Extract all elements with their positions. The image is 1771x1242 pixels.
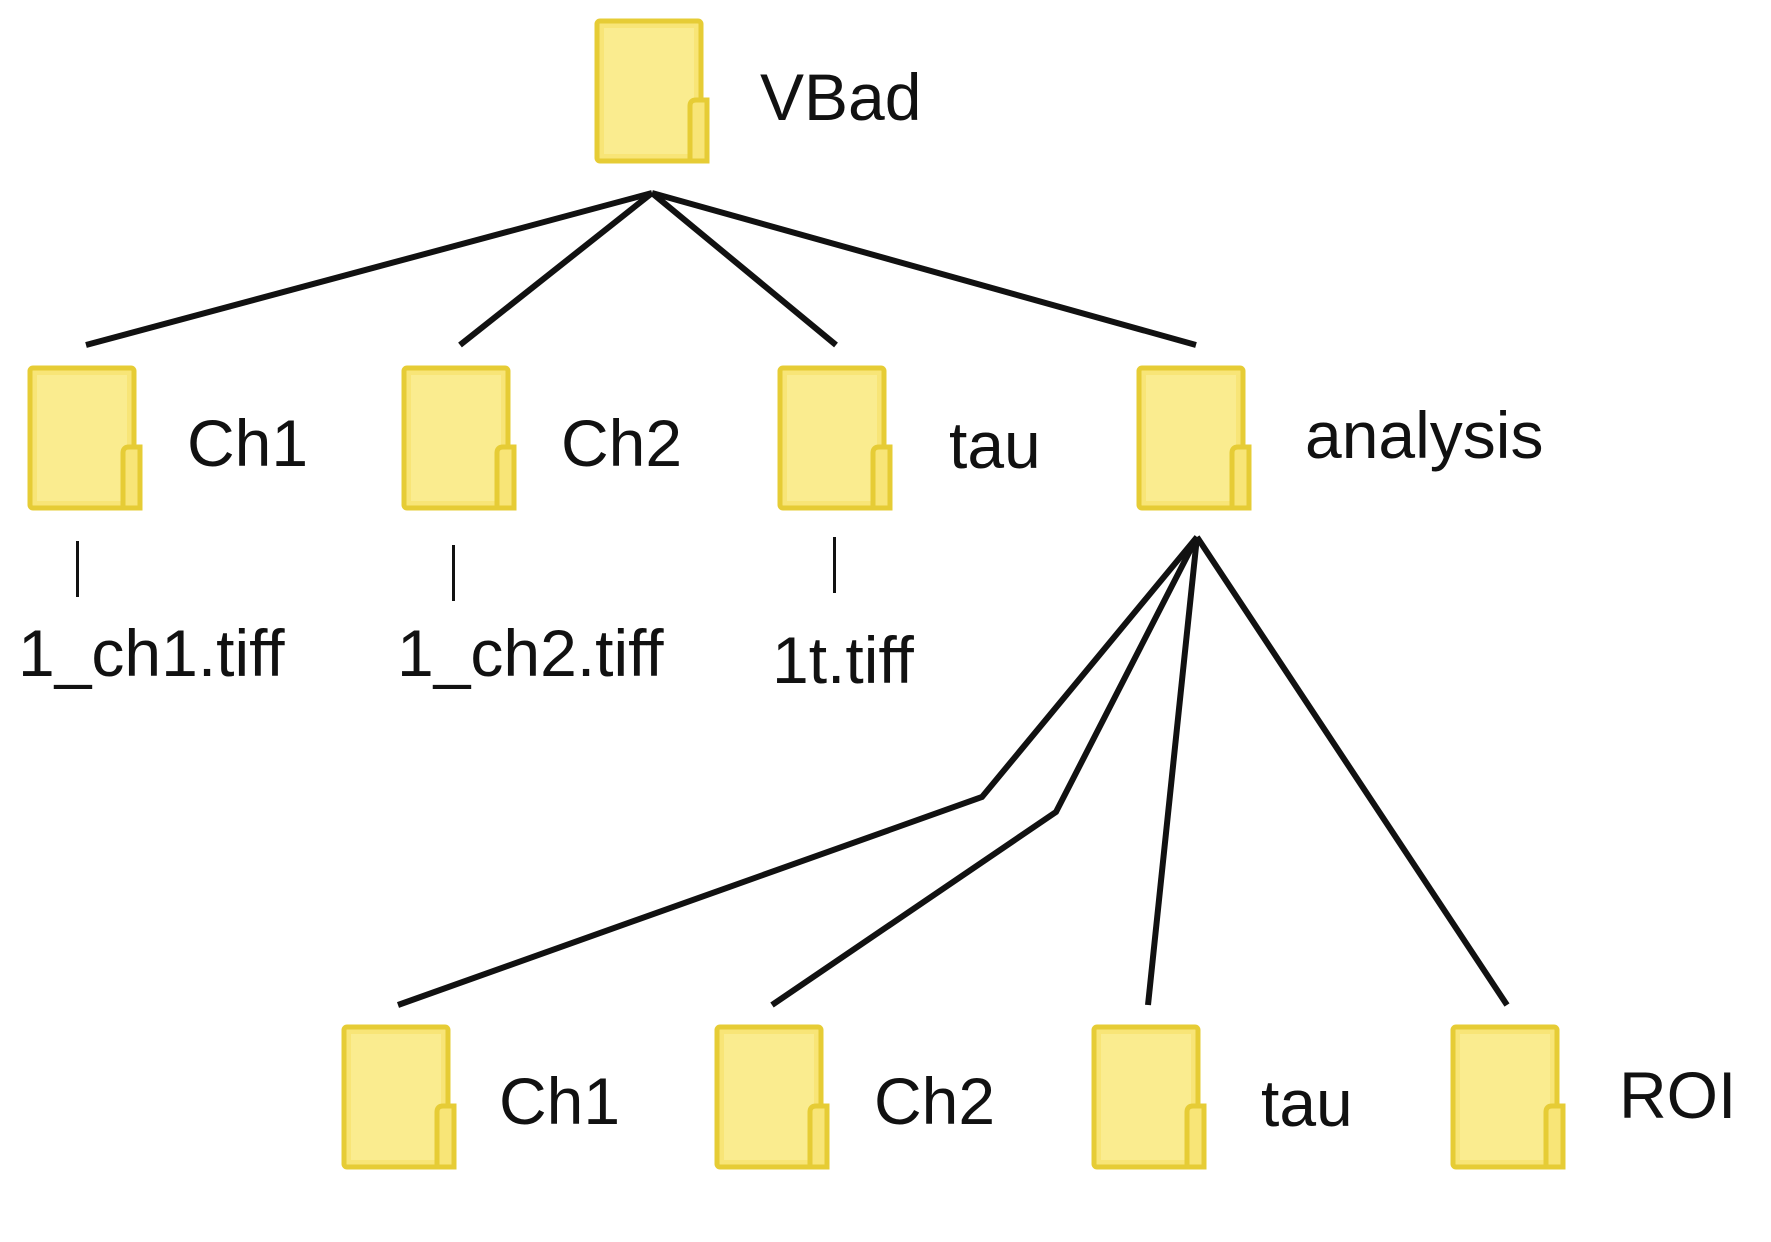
folder-label-analysis-tau: tau [1261,1066,1353,1140]
folder-icon[interactable] [1091,1024,1209,1170]
folder-icon[interactable] [401,365,519,511]
edge-root-ch1 [85,190,653,348]
file-name-ch1[interactable]: 1_ch1.tiff [18,616,285,690]
folder-icon[interactable] [1450,1024,1568,1170]
branch-line-ch1-file [76,541,79,597]
folder-label-analysis: analysis [1305,398,1544,472]
folder-label-ch1: Ch1 [187,406,309,480]
folder-icon[interactable] [594,18,712,164]
edge-analysis-ch2 [770,535,1200,1008]
edge-root-tau [650,190,838,348]
edge-analysis-ch1 [396,535,1200,1008]
file-name-tau[interactable]: 1t.tiff [772,623,914,697]
edge-analysis-roi [1194,535,1510,1007]
folder-icon[interactable] [27,365,145,511]
branch-line-tau-file [833,537,836,593]
edge-root-analysis [651,190,1197,348]
folder-label-tau: tau [949,408,1041,482]
folder-label-analysis-ch1: Ch1 [499,1064,621,1138]
folder-label-analysis-ch2: Ch2 [874,1064,996,1138]
folder-label-ch2: Ch2 [561,406,683,480]
edge-analysis-tau [1145,536,1200,1006]
branch-line-ch2-file [452,545,455,601]
file-name-ch2[interactable]: 1_ch2.tiff [397,616,664,690]
folder-icon[interactable] [777,365,895,511]
folder-label-analysis-roi: ROI [1619,1058,1737,1132]
folder-icon[interactable] [341,1024,459,1170]
folder-icon[interactable] [1136,365,1254,511]
folder-label-root: VBad [760,60,922,134]
folder-icon[interactable] [714,1024,832,1170]
edge-root-ch2 [458,190,654,348]
